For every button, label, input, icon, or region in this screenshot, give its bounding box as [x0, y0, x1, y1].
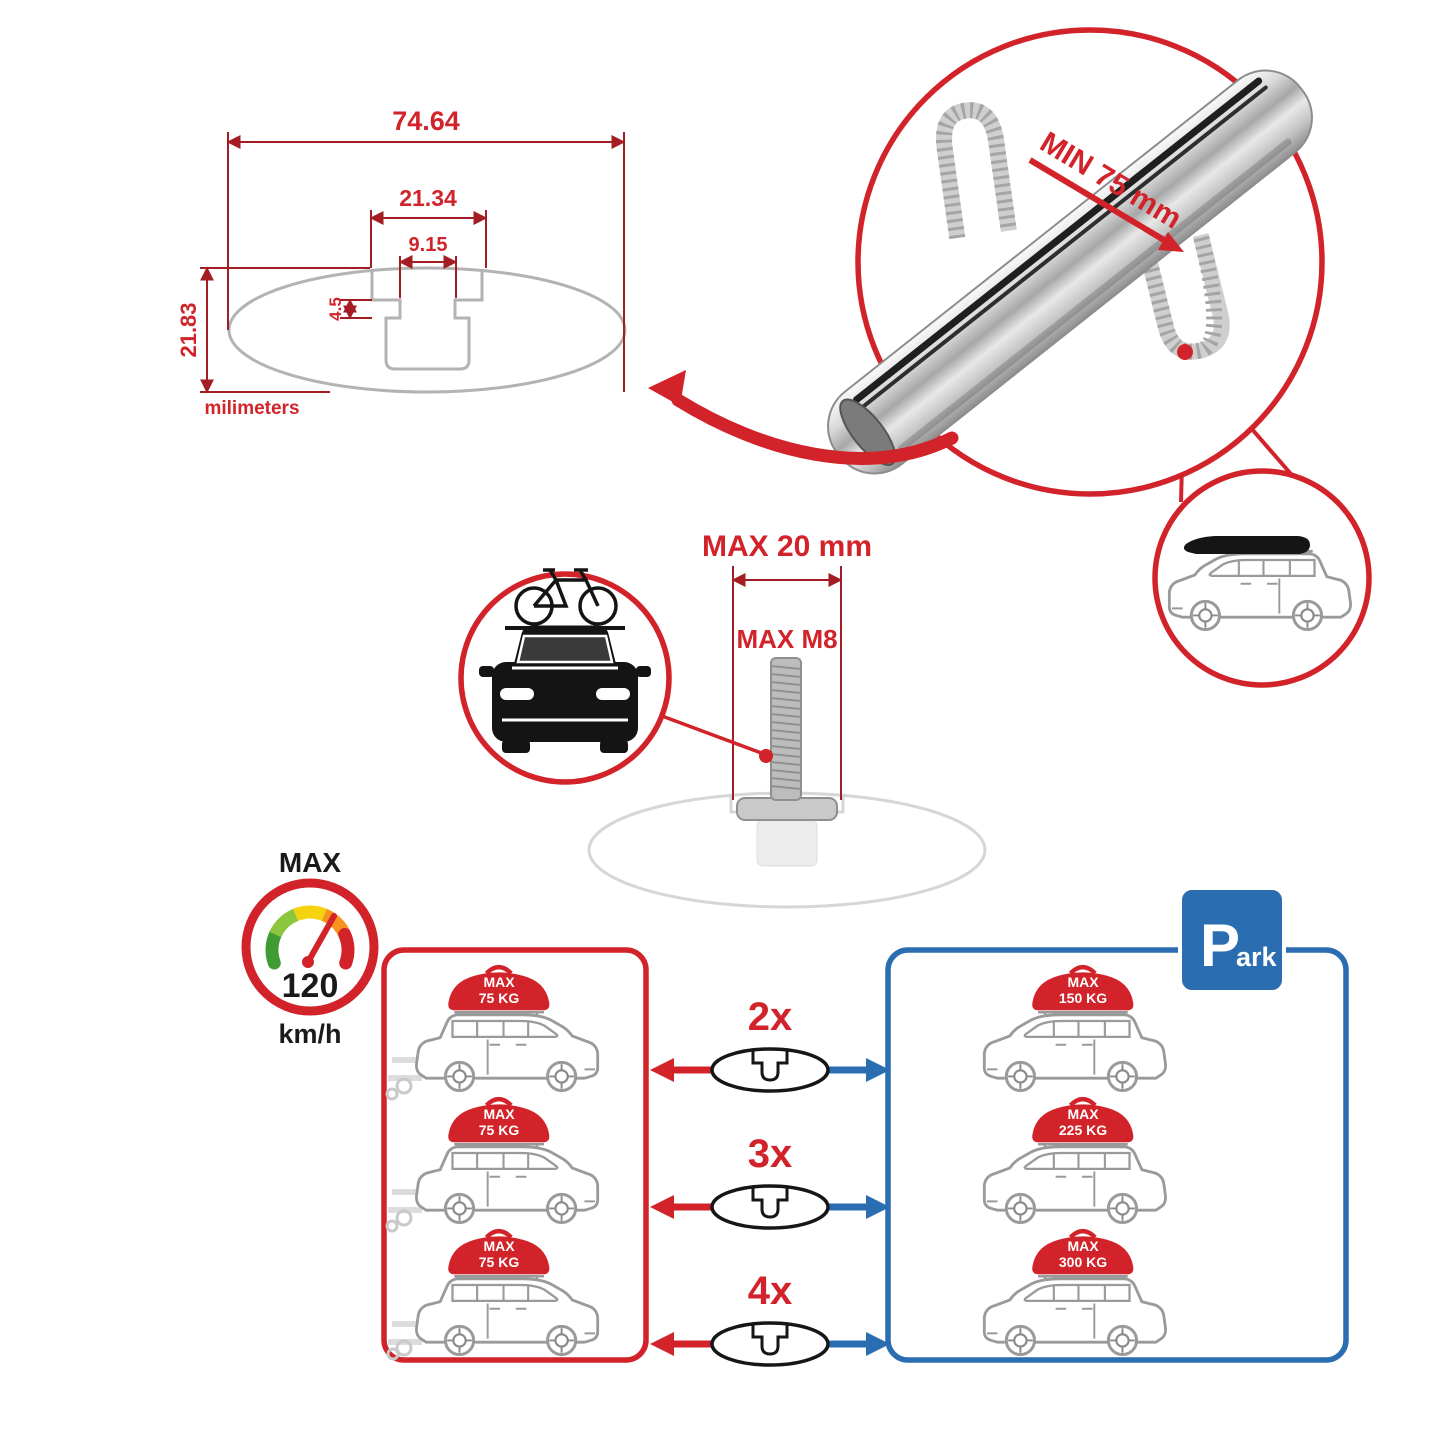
- quantity-label-2x: 2x: [748, 995, 793, 1039]
- aluminium-bar: [827, 69, 1313, 475]
- arrow-left-red: [650, 1195, 712, 1219]
- arrow-right-blue: [828, 1195, 890, 1219]
- exhaust-puff: [395, 1209, 413, 1227]
- quantity-rows: 2x 3x 4x: [650, 995, 890, 1367]
- bolt-callout-dot: [759, 749, 773, 763]
- roof-box: [1183, 536, 1310, 554]
- driving-panel: MAX 75 KG MAX 75 KG MAX 75 KG: [381, 947, 649, 1363]
- crossbar-section-icon: [710, 1321, 830, 1367]
- bolt-callout-line: [661, 714, 765, 756]
- bike-icon: [514, 568, 618, 626]
- bolt-flange: [736, 797, 838, 821]
- speed-max-label: MAX: [279, 847, 342, 878]
- exhaust-puff: [395, 1077, 413, 1095]
- dim-channel-inner: 9.15: [409, 234, 448, 256]
- exhaust-puff: [385, 1219, 399, 1233]
- crossbar-section-icon: [710, 1184, 830, 1230]
- exhaust-puff: [386, 1347, 400, 1361]
- u-bolt-left: [936, 102, 1017, 240]
- bike-car-circle: [458, 568, 672, 785]
- units-label: milimeters: [204, 398, 299, 419]
- park-sign: P ark: [1178, 886, 1286, 994]
- cargo-max: MAX: [1067, 974, 1099, 990]
- speedometer: MAX 120 km/h: [241, 847, 379, 1049]
- crossbar-section-icon: [710, 1047, 830, 1093]
- bolt-dimension-lines: [731, 566, 843, 800]
- park-sign-board: [1178, 886, 1286, 994]
- parked-row-1: MAX 150 KG: [982, 967, 1168, 1093]
- quantity-label-4x: 4x: [748, 1269, 793, 1313]
- speed-units: km/h: [278, 1019, 341, 1049]
- exhaust-puff: [385, 1087, 399, 1101]
- dim-lip-depth: 4.5: [326, 297, 345, 321]
- arrow-left-red: [650, 1332, 712, 1356]
- arrow-left-red: [650, 1058, 712, 1082]
- cargo-kg: 300 KG: [1059, 1254, 1107, 1270]
- arrow-right-blue: [828, 1332, 890, 1356]
- park-sign-p: P: [1200, 912, 1240, 979]
- driving-row-2: MAX 75 KG: [385, 1099, 600, 1233]
- parked-panel: MAX 150 KG MAX 225 KG MAX 300 KG P ark: [885, 886, 1349, 1363]
- min-clamp-arrowhead: [1158, 232, 1184, 252]
- callout-dot: [1177, 344, 1193, 360]
- parked-row-3: MAX 300 KG: [982, 1231, 1168, 1357]
- gauge-needle: [305, 913, 337, 965]
- pointer-arrowhead: [648, 370, 686, 406]
- speed-value: 120: [282, 967, 339, 1005]
- cargo-kg: 75 KG: [479, 1254, 520, 1270]
- car-front-icon: [479, 625, 651, 753]
- cargo-kg: 150 KG: [1059, 990, 1107, 1006]
- parked-row-2: MAX 225 KG: [982, 1099, 1168, 1225]
- speedometer-ring: [241, 878, 379, 1016]
- bolt-threads: [770, 665, 802, 790]
- driving-row-3: MAX 75 KG: [386, 1231, 600, 1361]
- park-sign-ark: ark: [1236, 942, 1278, 972]
- arrow-right-blue: [828, 1058, 890, 1082]
- bar-detail-circle: MIN 75 mm: [648, 27, 1352, 544]
- cargo-max: MAX: [483, 974, 515, 990]
- dim-total-width: 74.64: [392, 106, 460, 136]
- cross-section-diagram: 74.64 21.34 9.15 4.5 21.83 milimeters: [176, 106, 627, 419]
- cargo-max: MAX: [1067, 1106, 1099, 1122]
- cargo-kg: 75 KG: [479, 990, 520, 1006]
- exhaust-puff: [395, 1339, 413, 1357]
- bolt-max-width-label: MAX 20 mm: [702, 530, 872, 563]
- cargo-max: MAX: [1067, 1238, 1099, 1254]
- gauge-pivot: [302, 956, 314, 968]
- pointer-arrow-curve: [671, 393, 959, 465]
- roofbox-car-circle: [1152, 468, 1372, 688]
- bolt-max-thread-label: MAX M8: [736, 624, 837, 654]
- quantity-label-3x: 3x: [748, 1132, 793, 1176]
- dimension-lines: [200, 132, 626, 394]
- dim-height: 21.83: [176, 302, 201, 357]
- driving-row-1: MAX 75 KG: [385, 967, 600, 1101]
- cargo-kg: 75 KG: [479, 1122, 520, 1138]
- bolt-diagram: MAX 20 mm MAX M8: [587, 530, 987, 909]
- dim-channel-outer: 21.34: [399, 185, 457, 211]
- cargo-max: MAX: [483, 1106, 515, 1122]
- min-clamp-arrow: [1028, 157, 1166, 243]
- bar-end-cap: [839, 398, 897, 466]
- bar-profile-channel: [370, 270, 484, 371]
- u-bolt-right: [1139, 233, 1230, 360]
- bar-profile-outline: [227, 266, 627, 394]
- gauge-arc: [265, 905, 355, 970]
- cargo-kg: 225 KG: [1059, 1122, 1107, 1138]
- cargo-max: MAX: [483, 1238, 515, 1254]
- bolt-tail: [756, 819, 818, 867]
